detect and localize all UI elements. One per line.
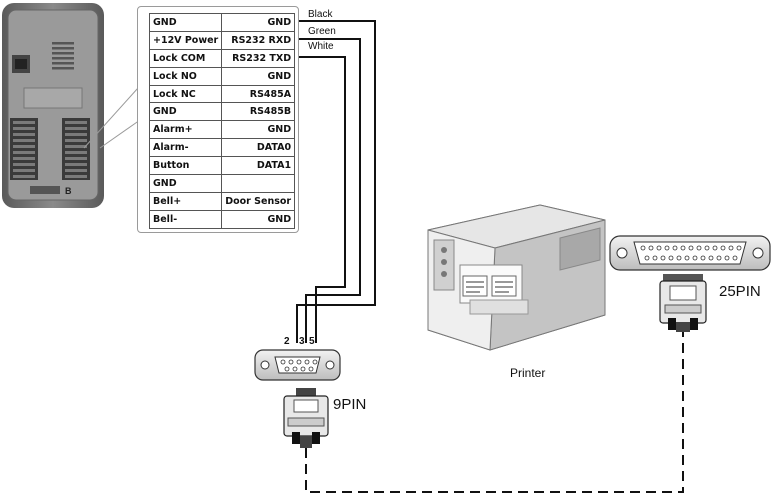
db25-plug-icon bbox=[659, 274, 707, 332]
terminal-row: Alarm+GND bbox=[148, 120, 296, 140]
wire-label-green: Green bbox=[308, 26, 336, 37]
terminal-right-label: GND bbox=[221, 209, 296, 229]
terminal-left-label: Alarm- bbox=[148, 138, 223, 158]
wire-label-black: Black bbox=[308, 9, 333, 20]
terminal-right-label: GND bbox=[221, 120, 296, 140]
terminal-left-label: Button bbox=[148, 156, 223, 176]
access-control-device bbox=[2, 3, 104, 208]
terminal-left-label: Alarm+ bbox=[148, 120, 223, 140]
terminal-right-label: DATA1 bbox=[221, 156, 296, 176]
pin-number-5: 5 bbox=[309, 336, 315, 347]
pin-number-3: 3 bbox=[299, 336, 305, 347]
terminal-left-label: Lock COM bbox=[148, 48, 223, 68]
terminal-left-label: +12V Power bbox=[148, 30, 223, 50]
db9-label: 9PIN bbox=[333, 396, 367, 413]
db9-plug-icon bbox=[283, 388, 329, 448]
terminal-right-label bbox=[221, 174, 296, 193]
terminal-left-label: Bell+ bbox=[148, 191, 223, 211]
terminal-left-label: GND bbox=[148, 174, 223, 193]
terminal-right-label: RS232 RXD bbox=[221, 30, 296, 50]
terminal-right-label: GND bbox=[221, 13, 296, 32]
terminal-left-label: GND bbox=[148, 102, 223, 122]
printer-label: Printer bbox=[510, 366, 546, 380]
terminal-right-label: RS485B bbox=[221, 102, 296, 122]
db9-connector-icon bbox=[254, 349, 341, 381]
terminal-left-label: Lock NC bbox=[148, 84, 223, 104]
device-panel-marker: B bbox=[65, 186, 72, 196]
db25-connector-icon bbox=[609, 235, 771, 271]
terminal-right-label: Door Sensor bbox=[221, 191, 296, 211]
db25-label: 25PIN bbox=[719, 283, 761, 300]
callout-lines bbox=[83, 87, 141, 149]
pin-number-2: 2 bbox=[284, 336, 290, 347]
terminal-left-label: Bell- bbox=[148, 209, 223, 229]
wire-label-white: White bbox=[308, 41, 334, 52]
terminal-left-label: GND bbox=[148, 13, 223, 32]
wire-green bbox=[296, 38, 361, 343]
wire-black bbox=[296, 20, 376, 343]
terminal-row: Alarm-DATA0 bbox=[148, 138, 296, 158]
wire-white bbox=[296, 56, 346, 343]
terminal-right-label: RS485A bbox=[221, 84, 296, 104]
terminal-right-label: GND bbox=[221, 66, 296, 86]
terminal-left-label: Lock NO bbox=[148, 66, 223, 86]
terminal-right-label: RS232 TXD bbox=[221, 48, 296, 68]
printer-icon bbox=[427, 204, 606, 351]
terminal-row: Bell+Door Sensor bbox=[148, 191, 296, 211]
rs232-wires bbox=[296, 20, 376, 343]
serial-cable-dashed bbox=[305, 328, 684, 493]
terminal-right-label: DATA0 bbox=[221, 138, 296, 158]
terminal-row: GND bbox=[148, 174, 296, 193]
terminal-row: Bell-GND bbox=[148, 209, 296, 229]
